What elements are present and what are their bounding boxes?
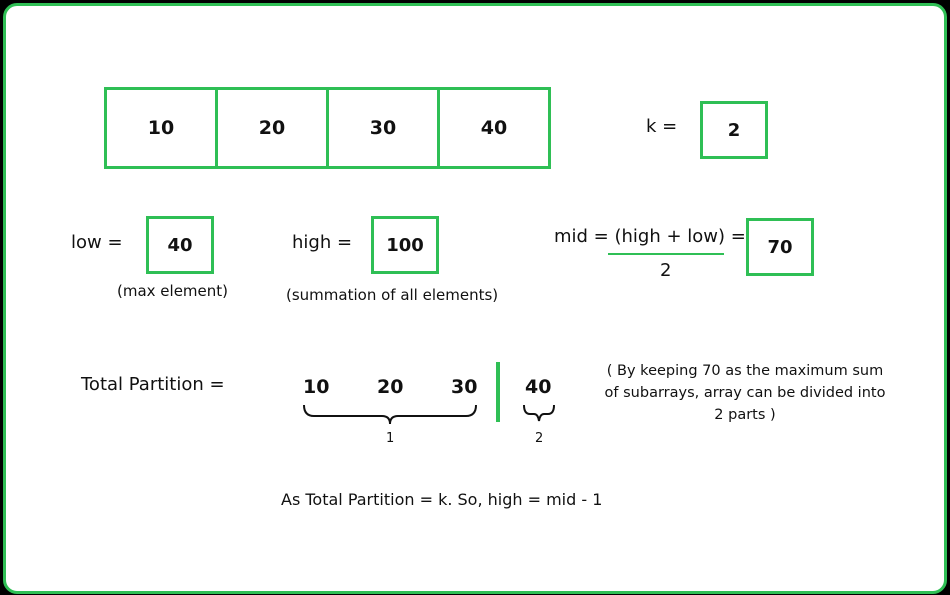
k-value-box: 2: [700, 101, 768, 159]
mid-value-box: 70: [746, 218, 814, 276]
array: 10 20 30 40: [104, 87, 551, 169]
mid-denominator: 2: [660, 260, 672, 281]
total-partition-label: Total Partition =: [81, 374, 225, 395]
array-cell: 30: [326, 87, 440, 169]
high-label: high =: [292, 232, 353, 253]
fraction-bar: [608, 253, 724, 255]
partition-element: 10: [303, 376, 330, 398]
low-value-box: 40: [146, 216, 214, 274]
partition-element: 30: [451, 376, 478, 398]
partition-note: ( By keeping 70 as the maximum sum of su…: [604, 363, 886, 423]
partition-element: 40: [525, 376, 552, 398]
high-caption: (summation of all elements): [286, 286, 499, 304]
k-label: k =: [646, 116, 678, 137]
mid-formula: mid = (high + low) =: [554, 226, 746, 247]
conclusion-text: As Total Partition = k. So, high = mid -…: [281, 490, 603, 509]
array-cell: 10: [104, 87, 218, 169]
group2-brace: [523, 404, 555, 422]
partition-element: 20: [377, 376, 404, 398]
partition-divider: [496, 362, 500, 422]
array-cell: 40: [437, 87, 551, 169]
low-label: low =: [71, 232, 123, 253]
group2-index: 2: [535, 431, 544, 446]
group1-index: 1: [386, 431, 395, 446]
low-caption: (max element): [117, 282, 229, 300]
group1-brace: [303, 404, 477, 425]
high-value-box: 100: [371, 216, 439, 274]
